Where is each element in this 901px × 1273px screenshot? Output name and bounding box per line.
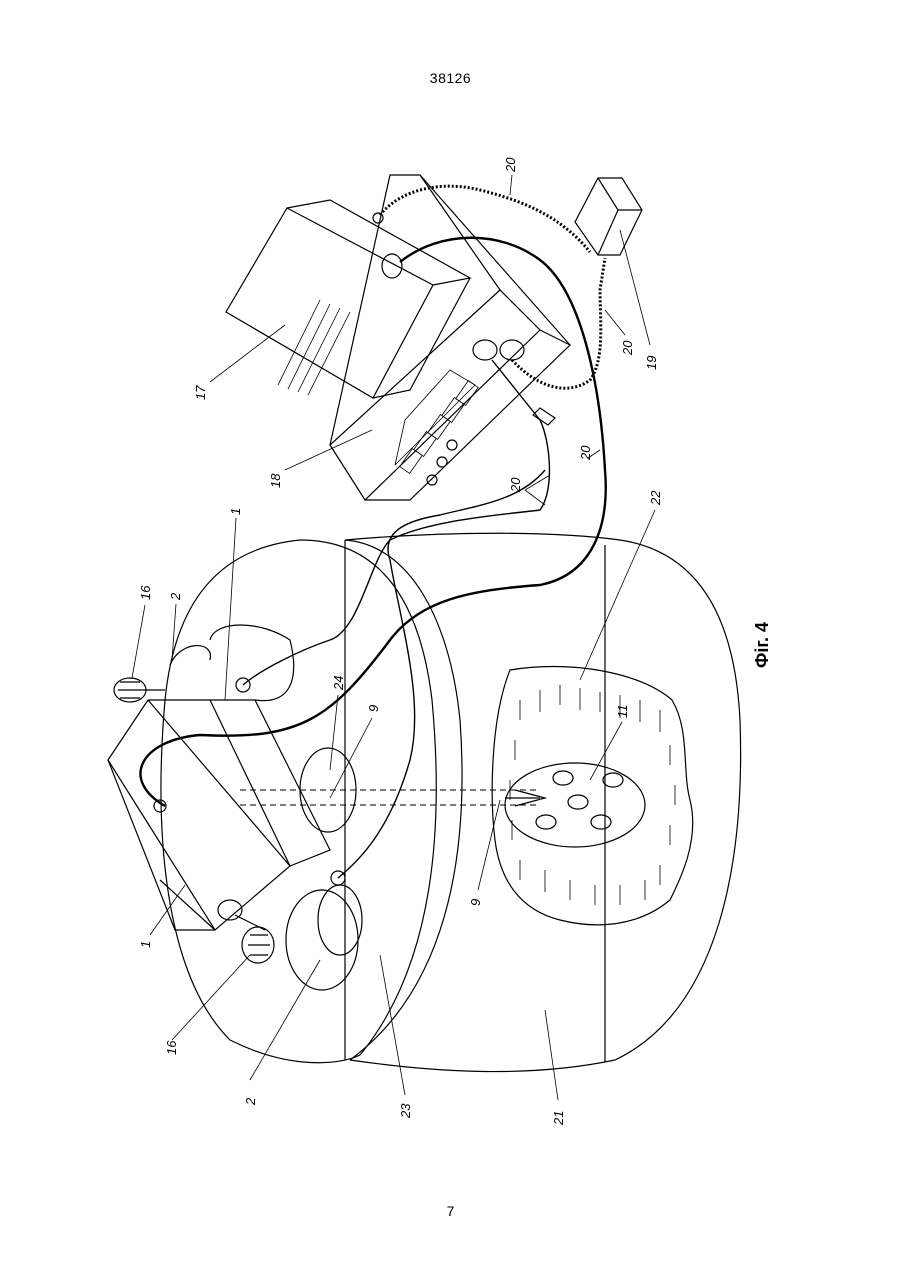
- cables: [140, 186, 605, 878]
- ref-19: 19: [644, 356, 659, 370]
- ref-18: 18: [268, 473, 283, 488]
- ref-22: 22: [648, 490, 663, 506]
- reference-numerals: 1 1 2 2 16 16 24 9 9 11 22 23 21 17 18 1…: [132, 157, 663, 1126]
- sensor-box: [575, 178, 642, 255]
- figure-caption: Фіг. 4: [752, 622, 772, 668]
- ref-16-upper: 16: [138, 585, 153, 600]
- ref-17: 17: [193, 385, 208, 400]
- ref-9-lower: 9: [468, 899, 483, 906]
- ref-1-upper: 1: [228, 508, 243, 515]
- ref-20-right: 20: [620, 340, 635, 356]
- power-supply-box: [226, 200, 470, 398]
- liquid-bath: [492, 667, 693, 925]
- ref-20-lower: 20: [508, 477, 523, 493]
- ref-11: 11: [615, 705, 630, 719]
- ref-16-lower: 16: [164, 1040, 179, 1055]
- ref-9-upper: 9: [366, 705, 381, 712]
- ref-20-top: 20: [503, 157, 518, 173]
- ref-23: 23: [398, 1103, 413, 1119]
- ref-2-upper: 2: [168, 592, 183, 601]
- turntable-opening: [300, 748, 356, 832]
- ref-2-lower: 2: [243, 1097, 258, 1106]
- page-number: 7: [0, 1203, 901, 1219]
- adjustment-knobs: [114, 678, 274, 963]
- module-box: [108, 625, 362, 990]
- ref-1-lower: 1: [138, 941, 153, 948]
- turntable-disk: [161, 540, 462, 1063]
- meter-unit: [330, 175, 570, 500]
- ref-24: 24: [331, 676, 346, 691]
- ref-21: 21: [551, 1111, 566, 1126]
- base-cylinder: [345, 533, 741, 1071]
- ref-20-middle: 20: [578, 445, 593, 461]
